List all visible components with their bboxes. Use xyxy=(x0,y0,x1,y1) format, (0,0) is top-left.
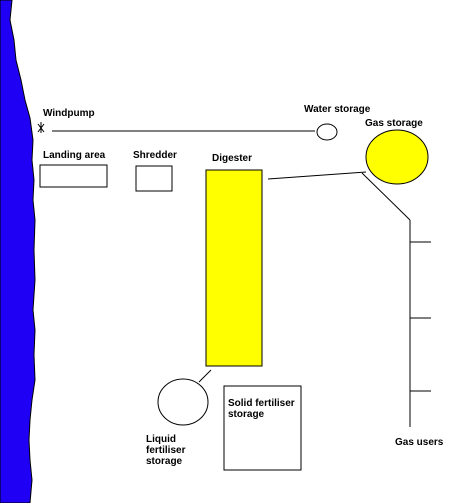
water-storage-tank xyxy=(316,123,338,141)
water-storage-label: Water storage xyxy=(304,104,371,115)
solid-fertiliser-box xyxy=(223,385,302,471)
windpump-label: Windpump xyxy=(43,108,95,119)
landing-area-label: Landing area xyxy=(43,150,106,161)
river xyxy=(0,0,36,503)
liquid-fertiliser-tank xyxy=(157,378,209,426)
liquid-fertiliser-label: Liquid fertiliser storage xyxy=(146,434,186,467)
digester-label: Digester xyxy=(212,153,253,164)
gas-users-feed-pipe xyxy=(361,172,411,221)
landing-area-box xyxy=(39,164,108,188)
gas-storage-label: Gas storage xyxy=(365,118,423,129)
solid-fertiliser-label: Solid fertiliser storage xyxy=(228,398,295,420)
digester-gas-pipe xyxy=(267,171,367,180)
gas-users-label: Gas users xyxy=(395,437,444,448)
gas-storage-tank xyxy=(365,129,429,185)
windpump-star-icon xyxy=(37,122,45,133)
shredder-label: Shredder xyxy=(133,150,177,161)
digester-tank xyxy=(205,169,263,367)
digester-liquid-pipe xyxy=(198,369,212,383)
shredder-box xyxy=(135,165,173,192)
